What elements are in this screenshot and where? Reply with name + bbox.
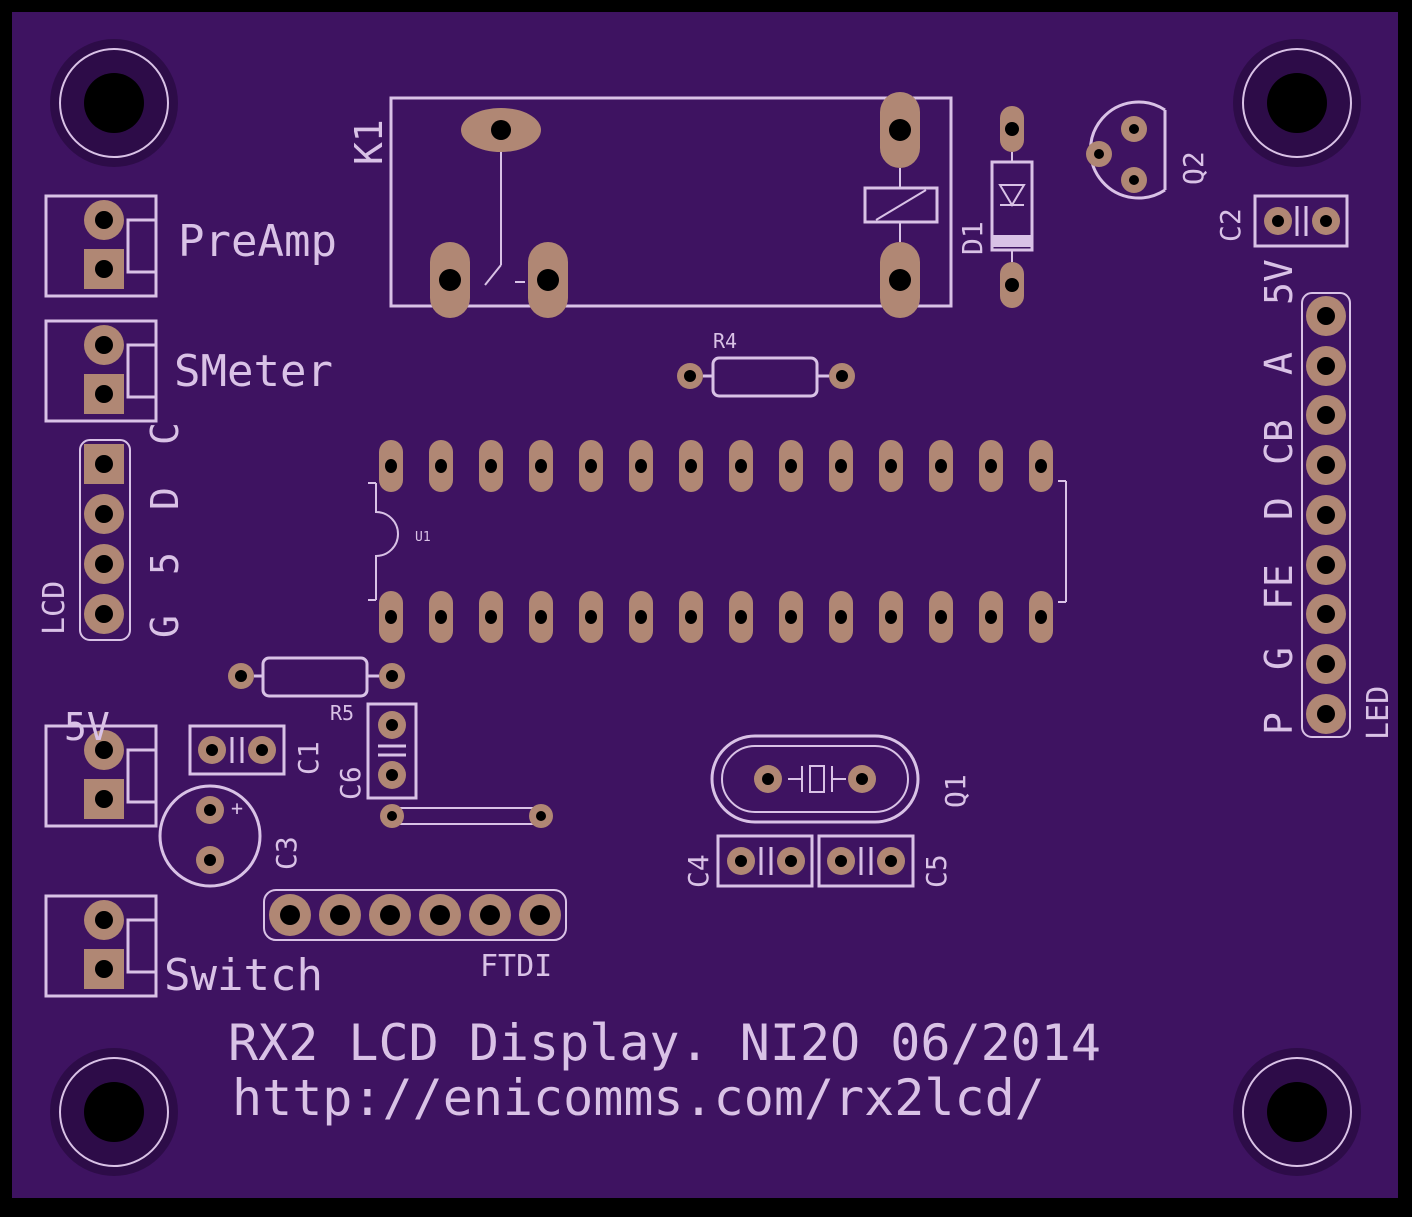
header-led [1301,292,1351,738]
label-led: LED [1361,686,1396,740]
header-ftdi [263,889,567,941]
capacitor-c6 [366,702,418,800]
label-a: A [1257,352,1301,375]
capacitor-c1 [188,724,286,776]
header-lcd [79,439,131,641]
resistor-r4 [677,356,855,398]
label-5v-right: 5V [1257,259,1301,305]
label-q1: Q1 [939,774,972,808]
label-d-right: D [1257,497,1301,520]
label-c2: C2 [1214,208,1247,242]
label-c1: C1 [292,741,325,775]
label-c5: C5 [920,854,953,888]
board-substrate [12,12,1398,1198]
label-c3-plus: + [231,796,243,820]
mounting-hole-top-left [50,39,178,167]
connector-smeter [44,319,158,423]
capacitor-c2 [1253,194,1349,248]
label-d1: D1 [956,221,989,255]
connector-switch [44,894,158,998]
board-title-line1: RX2 LCD Display. NI2O 06/2014 [228,1014,1101,1072]
ic-u1-bottom-pins [379,591,1053,643]
label-k1: K1 [347,119,391,165]
capacitor-c3 [158,784,262,888]
label-c-left: C [143,422,187,445]
connector-5v [44,724,158,828]
label-c3: C3 [270,836,303,870]
label-smeter: SMeter [174,346,333,397]
label-5-left: 5 [143,552,187,575]
crystal-q1 [710,734,920,824]
resistor-r5 [228,656,405,698]
label-ftdi: FTDI [480,949,552,984]
wire-jumper [380,804,553,828]
label-g-right: G [1257,647,1301,670]
mounting-hole-bottom-left [50,1048,178,1176]
label-switch: Switch [164,950,323,1001]
label-preamp: PreAmp [178,216,337,267]
label-r5: R5 [330,701,354,725]
connector-preamp [44,194,158,298]
diode-d1 [990,106,1034,308]
label-g-left: G [143,615,187,638]
label-c6: C6 [334,766,367,800]
label-5v-left: 5V [64,705,110,749]
label-r4: R4 [713,329,737,353]
ic-u1 [368,440,1067,643]
label-c4: C4 [682,854,715,888]
label-u1: U1 [415,530,431,545]
header-led-pins [1306,296,1346,734]
relay-k1 [389,92,953,318]
mounting-hole-top-right [1233,39,1361,167]
mounting-hole-bottom-right [1233,1048,1361,1176]
label-lcd: LCD [37,581,72,635]
label-cb: CB [1257,419,1301,465]
capacitor-c5 [817,834,915,888]
transistor-q2 [1086,100,1167,200]
label-p: P [1257,712,1301,735]
label-q2: Q2 [1177,151,1210,185]
label-fe: FE [1257,564,1301,610]
ic-u1-top-pins [379,440,1053,492]
capacitor-c4 [716,834,814,888]
label-d-left: D [143,487,187,510]
board-title-line2: http://enicomms.com/rx2lcd/ [232,1069,1045,1127]
